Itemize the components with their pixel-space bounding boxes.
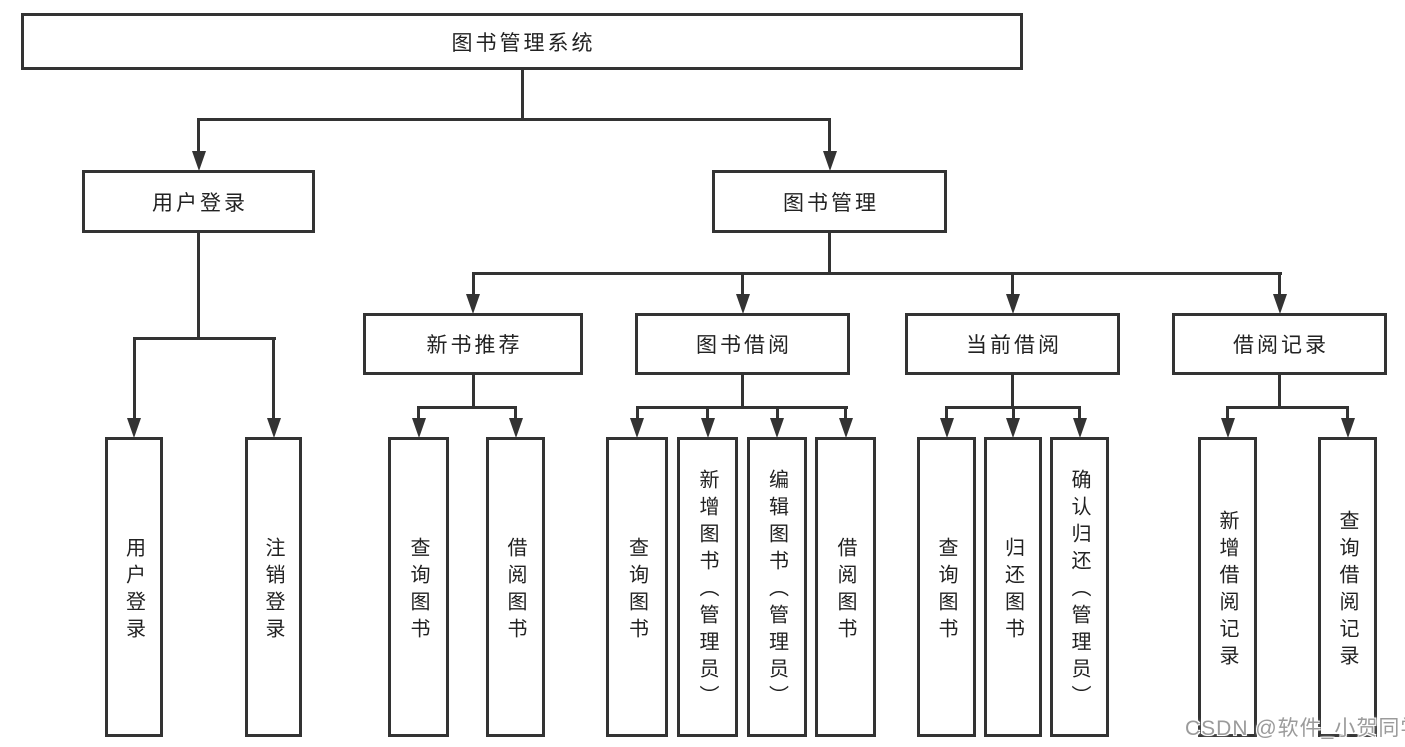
arrow-down-icon (1006, 418, 1020, 438)
edge-line (1011, 374, 1014, 409)
node-leaf-add-books: 新增图书（管理员） (677, 437, 738, 737)
node-label: 图书借阅 (696, 334, 792, 357)
edge-line (197, 232, 200, 340)
edge-line (514, 406, 517, 422)
edge-line (1078, 406, 1081, 422)
node-new-book-rec: 新书推荐 (363, 313, 583, 375)
arrow-down-icon (127, 418, 141, 438)
arrow-down-icon (630, 418, 644, 438)
edge-line (521, 69, 524, 121)
arrow-down-icon (1006, 294, 1020, 314)
node-leaf-confirm-return: 确认归还（管理员） (1050, 437, 1109, 737)
arrow-down-icon (267, 418, 281, 438)
node-label: 注销登录 (262, 536, 284, 645)
arrow-down-icon (940, 418, 954, 438)
edge-line (1278, 374, 1281, 409)
node-label: 用户登录 (152, 191, 248, 215)
node-leaf-query-books-new: 查询图书 (388, 437, 449, 737)
node-leaf-query-books-borrow: 查询图书 (606, 437, 668, 737)
edge-line (133, 337, 136, 422)
node-label: 新增图书（管理员） (696, 469, 718, 712)
node-label: 新书推荐 (426, 334, 523, 357)
arrow-down-icon (1073, 418, 1087, 438)
node-leaf-add-borrow-rec: 新增借阅记录 (1198, 437, 1257, 737)
edge-line (741, 272, 744, 298)
node-current-borrow: 当前借阅 (905, 313, 1120, 375)
node-book-mgmt: 图书管理 (712, 170, 947, 233)
edge-line (1226, 406, 1229, 422)
node-root: 图书管理系统 (21, 13, 1023, 70)
node-book-borrow: 图书借阅 (635, 313, 850, 375)
node-user-login: 用户登录 (82, 170, 315, 233)
node-label: 归还图书 (1001, 536, 1024, 645)
arrow-down-icon (823, 151, 837, 171)
node-label: 图书管理系统 (451, 31, 596, 55)
edge-line (472, 272, 1282, 275)
edge-line (844, 406, 847, 422)
node-leaf-borrow-books: 借阅图书 (815, 437, 876, 737)
csdn-watermark: CSDN @软件_小贺同学 (1185, 717, 1405, 740)
arrow-down-icon (509, 418, 523, 438)
edge-line (828, 118, 831, 155)
node-leaf-edit-books: 编辑图书（管理员） (747, 437, 807, 737)
edge-line (776, 406, 779, 422)
node-label: 编辑图书（管理员） (765, 469, 788, 712)
edge-line (197, 118, 200, 155)
node-label: 图书管理 (783, 191, 879, 215)
node-leaf-logout: 注销登录 (245, 437, 302, 737)
edge-line (417, 406, 420, 422)
arrow-down-icon (701, 418, 715, 438)
node-label: 借阅图书 (834, 536, 856, 645)
node-label: 查询借阅记录 (1336, 509, 1358, 672)
edge-line (417, 406, 517, 409)
arrow-down-icon (192, 151, 206, 171)
node-leaf-query-books-cur: 查询图书 (917, 437, 976, 737)
edge-line (472, 374, 475, 409)
arrow-down-icon (736, 294, 750, 314)
node-leaf-query-borrow-rec: 查询借阅记录 (1318, 437, 1377, 737)
edge-line (706, 406, 709, 422)
edge-line (133, 337, 276, 340)
node-leaf-return-books: 归还图书 (984, 437, 1042, 737)
edge-line (828, 232, 831, 275)
node-label: 新增借阅记录 (1216, 509, 1238, 672)
edge-line (1012, 406, 1015, 422)
arrow-down-icon (770, 418, 784, 438)
edge-line (741, 374, 744, 409)
arrow-down-icon (412, 418, 426, 438)
arrow-down-icon (839, 418, 853, 438)
node-label: 查询图书 (407, 536, 429, 645)
node-label: 查询图书 (935, 536, 957, 645)
edge-line (1011, 272, 1014, 298)
edge-line (636, 406, 848, 409)
edge-line (272, 337, 275, 422)
node-leaf-user-login: 用户登录 (105, 437, 163, 737)
edge-line (945, 406, 948, 422)
node-borrow-records: 借阅记录 (1172, 313, 1387, 375)
edge-line (636, 406, 639, 422)
arrow-down-icon (466, 294, 480, 314)
node-label: 确认归还（管理员） (1068, 469, 1090, 712)
edge-line (1346, 406, 1349, 422)
node-label: 借阅图书 (504, 536, 526, 645)
edge-line (472, 272, 475, 298)
node-leaf-borrow-books-new: 借阅图书 (486, 437, 545, 737)
edge-line (1278, 272, 1281, 298)
node-label: 当前借阅 (966, 334, 1062, 357)
edge-line (1226, 406, 1349, 409)
node-label: 用户登录 (122, 536, 145, 645)
arrow-down-icon (1341, 418, 1355, 438)
arrow-down-icon (1273, 294, 1287, 314)
node-label: 查询图书 (625, 536, 648, 645)
node-label: 借阅记录 (1233, 334, 1329, 357)
edge-line (197, 118, 831, 121)
arrow-down-icon (1221, 418, 1235, 438)
